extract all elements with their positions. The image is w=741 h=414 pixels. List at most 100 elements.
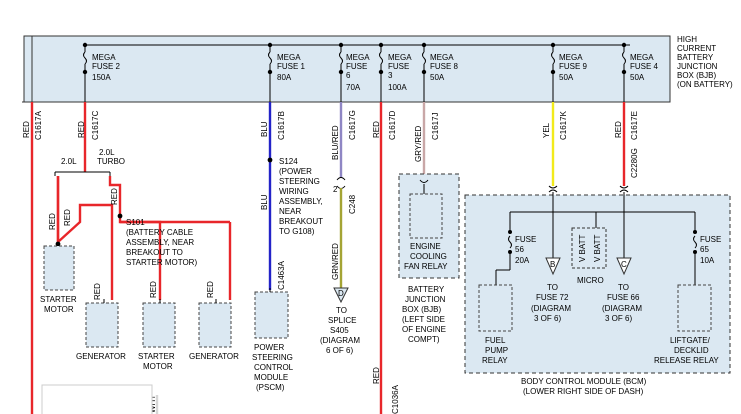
fuel-pump-relay-box: [478, 284, 513, 332]
wire-color-label: BLU/RED: [331, 125, 340, 160]
fuse-label: FUSE 8: [430, 62, 459, 71]
fuse-rating: 80A: [277, 73, 292, 82]
circuit-label: C1617B: [277, 111, 286, 140]
splice-text: ASSEMBLY,: [279, 197, 323, 206]
fuse-label: MEGA: [277, 53, 301, 62]
fuse66-label: FUSE 66: [607, 293, 640, 302]
starter-motor-label: MOTOR: [44, 305, 74, 314]
starter-motor-2-label: MOTOR: [143, 362, 173, 371]
circuit-label: C1617J: [431, 112, 440, 140]
bjb-engine-label: OF ENGINE: [402, 325, 446, 334]
fuel-pump-relay-label: FUEL: [485, 336, 506, 345]
splice-text: S124: [279, 157, 298, 166]
pscm-label: CONTROL: [254, 363, 294, 372]
pin-label: 2: [333, 185, 338, 194]
fuse-56-rating: 20A: [515, 256, 530, 265]
fuse-rating: 100A: [388, 83, 407, 92]
fuse-rating: 50A: [559, 73, 574, 82]
bjb-label-line: BATTERY: [677, 53, 714, 62]
circuit-label: C1036A: [391, 384, 400, 414]
bjb-label: HIGH CURRENT BATTERY JUNCTION BOX (BJB) …: [677, 35, 733, 89]
pscm-label: (PSCM): [256, 383, 285, 392]
bcm-box: [464, 194, 731, 374]
fuse-65-rating: 10A: [700, 256, 715, 265]
splice-text: WIRING: [279, 187, 309, 196]
fuse72-label: TO: [547, 283, 558, 292]
fuse72-label: 3 OF 6): [534, 314, 561, 323]
fuse72-label: (DIAGRAM: [531, 304, 571, 313]
bjb-box: [23, 35, 671, 103]
fuse-label: MEGA: [388, 53, 412, 62]
wire-color-label: BLU: [260, 194, 269, 210]
wire-color-label: RED: [93, 283, 102, 300]
wire-color-label: YEL: [542, 122, 551, 138]
wire-color-label: RED: [614, 121, 623, 138]
circuit-label: C1617K: [559, 110, 568, 140]
bjb-label-line: HIGH: [677, 35, 697, 44]
fuse-65-label: 65: [700, 245, 709, 254]
fuel-pump-relay-label: PUMP: [485, 346, 508, 355]
fuse-label: FUSE 2: [92, 62, 121, 71]
cooling-fan-relay-box: [409, 193, 443, 239]
fuse66-label: (DIAGRAM: [602, 304, 642, 313]
wire-color-label: RED: [206, 281, 215, 298]
splice-text: S101: [126, 218, 145, 227]
cooling-fan-relay-label: FAN RELAY: [404, 262, 448, 271]
bjb-label-line: JUNCTION: [677, 62, 718, 71]
wire-color-label: BLU: [260, 121, 269, 137]
fuse-rating: 150A: [92, 73, 111, 82]
mega-fuse-8: MEGA FUSE 8 50A: [421, 42, 459, 82]
fuse-label: FUSE: [346, 62, 367, 71]
connector-label: C248: [348, 194, 357, 214]
fuse-65: FUSE 65 10A: [693, 230, 721, 285]
pscm-label: MODULE: [254, 373, 288, 382]
pscm-label: STEERING: [252, 353, 293, 362]
splice-s405-label: (DIAGRAM: [320, 336, 360, 345]
mega-fuse-6: MEGA FUSE 6 70A: [338, 42, 370, 92]
fuse-label: MEGA: [430, 53, 454, 62]
wire-color-label: RED: [110, 188, 119, 205]
circuit-label: C1617C: [91, 110, 100, 140]
wire-color-label: RED: [149, 281, 158, 298]
splice-s405-label: S405: [330, 326, 349, 335]
splice-s124-label: S124 (POWER STEERING WIRING ASSEMBLY, NE…: [279, 157, 323, 236]
generator-2-box: [198, 302, 232, 348]
splice-s124-dot: [267, 157, 273, 163]
splice-text: ASSEMBLY, NEAR: [126, 238, 194, 247]
fuse-label: 3: [388, 71, 393, 80]
splice-text: (BATTERY CABLE: [126, 228, 193, 237]
fuse66-label: TO: [618, 283, 629, 292]
circuit-label: C1617D: [388, 110, 397, 140]
bjb-label-line: BOX (BJB): [677, 71, 716, 80]
liftgate-relay-box: [677, 284, 712, 332]
pscm-box: [254, 291, 289, 339]
bjb-engine-label: COMPT): [408, 335, 440, 344]
fuse-label: FUSE 9: [559, 62, 588, 71]
wire-color-label: RED: [372, 367, 381, 384]
fuse-label: MEGA: [559, 53, 583, 62]
wire-color-label: RED: [48, 213, 57, 230]
starter-motor-2-box: [142, 302, 176, 348]
connector-d-letter: D: [338, 289, 344, 298]
splice-text: STEERING: [279, 177, 320, 186]
fuse66-label: 3 OF 6): [605, 314, 632, 323]
starter-motor-box: [43, 245, 75, 291]
generator-label: GENERATOR: [76, 352, 126, 361]
fuse-rating: 50A: [630, 73, 645, 82]
fuse-rating: 50A: [430, 73, 445, 82]
bjb-engine-label: BOX (BJB): [402, 305, 441, 314]
splice-text: (POWER: [279, 167, 312, 176]
wire-color-label: GRN/RED: [331, 243, 340, 280]
generator-box: [85, 302, 119, 348]
engine-option-label: TURBO: [97, 157, 125, 166]
wire-color-label: RED: [22, 121, 31, 138]
mega-fuse-4: MEGA FUSE 4 50A: [621, 42, 659, 82]
connector-label: C2280G: [630, 148, 639, 178]
connector-d-triangle: [333, 287, 349, 304]
circuit-label: C1617G: [348, 110, 357, 140]
micro-label: MICRO: [577, 276, 604, 285]
vbatt-label: V BATT: [593, 234, 602, 262]
engine-option-label: 2.0L: [61, 157, 77, 166]
splice-text: NEAR: [279, 207, 301, 216]
wire-color-label: GRY/RED: [414, 125, 423, 162]
